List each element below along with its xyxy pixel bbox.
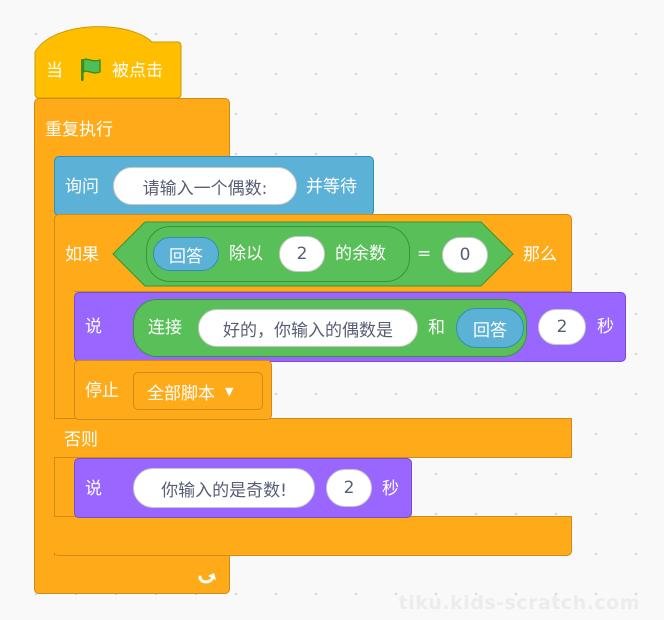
loop-arrow-icon [195,563,219,591]
stop-block[interactable]: 停止 全部脚本 ▼ [74,360,272,420]
answer-reporter[interactable]: 回答 [153,237,219,271]
say-odd-text-input[interactable]: 你输入的是奇数! [133,468,315,508]
divisor-input[interactable]: 2 [279,236,325,272]
ask-label: 询问 [65,177,99,197]
say-secs-input[interactable]: 2 [538,309,586,345]
and-wait-label: 并等待 [306,177,357,197]
secs-label-2: 秒 [382,479,399,499]
remainder-label: 的余数 [335,244,386,264]
stop-option-label: 全部脚本 [147,383,215,404]
equals-condition[interactable]: 回答 除以 2 的余数 = 0 [112,221,514,287]
watermark-text: tiku.kids-scratch.com [398,592,640,614]
say-odd-block[interactable]: 说 你输入的是奇数! 2 秒 [74,458,412,518]
then-label: 那么 [523,245,557,265]
join-operator[interactable]: 连接 好的，你输入的偶数是 和 回答 [133,299,527,357]
clicked-label: 被点击 [112,61,163,81]
stop-label: 停止 [85,381,119,401]
say-label: 说 [85,317,102,337]
compare-value-input[interactable]: 0 [442,237,488,273]
equals-sign: = [417,244,432,264]
join-label: 连接 [148,318,182,338]
mod-label: 除以 [229,244,263,264]
if-label: 如果 [65,245,99,265]
when-label: 当 [46,61,63,81]
mod-operator[interactable]: 回答 除以 2 的余数 [146,226,410,282]
ask-and-wait-block[interactable]: 询问 请输入一个偶数: 并等待 [54,156,374,216]
join-text-input[interactable]: 好的，你输入的偶数是 [198,309,418,347]
forever-label: 重复执行 [45,120,113,140]
and-label: 和 [428,318,445,338]
dropdown-arrow-icon: ▼ [225,384,234,398]
ask-question-input[interactable]: 请输入一个偶数: [113,167,297,205]
say-label-2: 说 [85,479,102,499]
if-else-middle-bar: 否则 [54,418,572,458]
stop-option-dropdown[interactable]: 全部脚本 ▼ [133,372,263,410]
green-flag-icon [76,56,104,88]
answer-reporter-2[interactable]: 回答 [456,308,524,348]
secs-label: 秒 [597,317,614,337]
say-for-secs-block[interactable]: 说 连接 好的，你输入的偶数是 和 回答 2 秒 [74,292,626,362]
if-else-bottom-bar [54,516,572,556]
say-odd-secs-input[interactable]: 2 [326,469,372,507]
when-flag-clicked-block[interactable]: 当 被点击 [34,18,182,100]
else-label: 否则 [64,430,98,450]
